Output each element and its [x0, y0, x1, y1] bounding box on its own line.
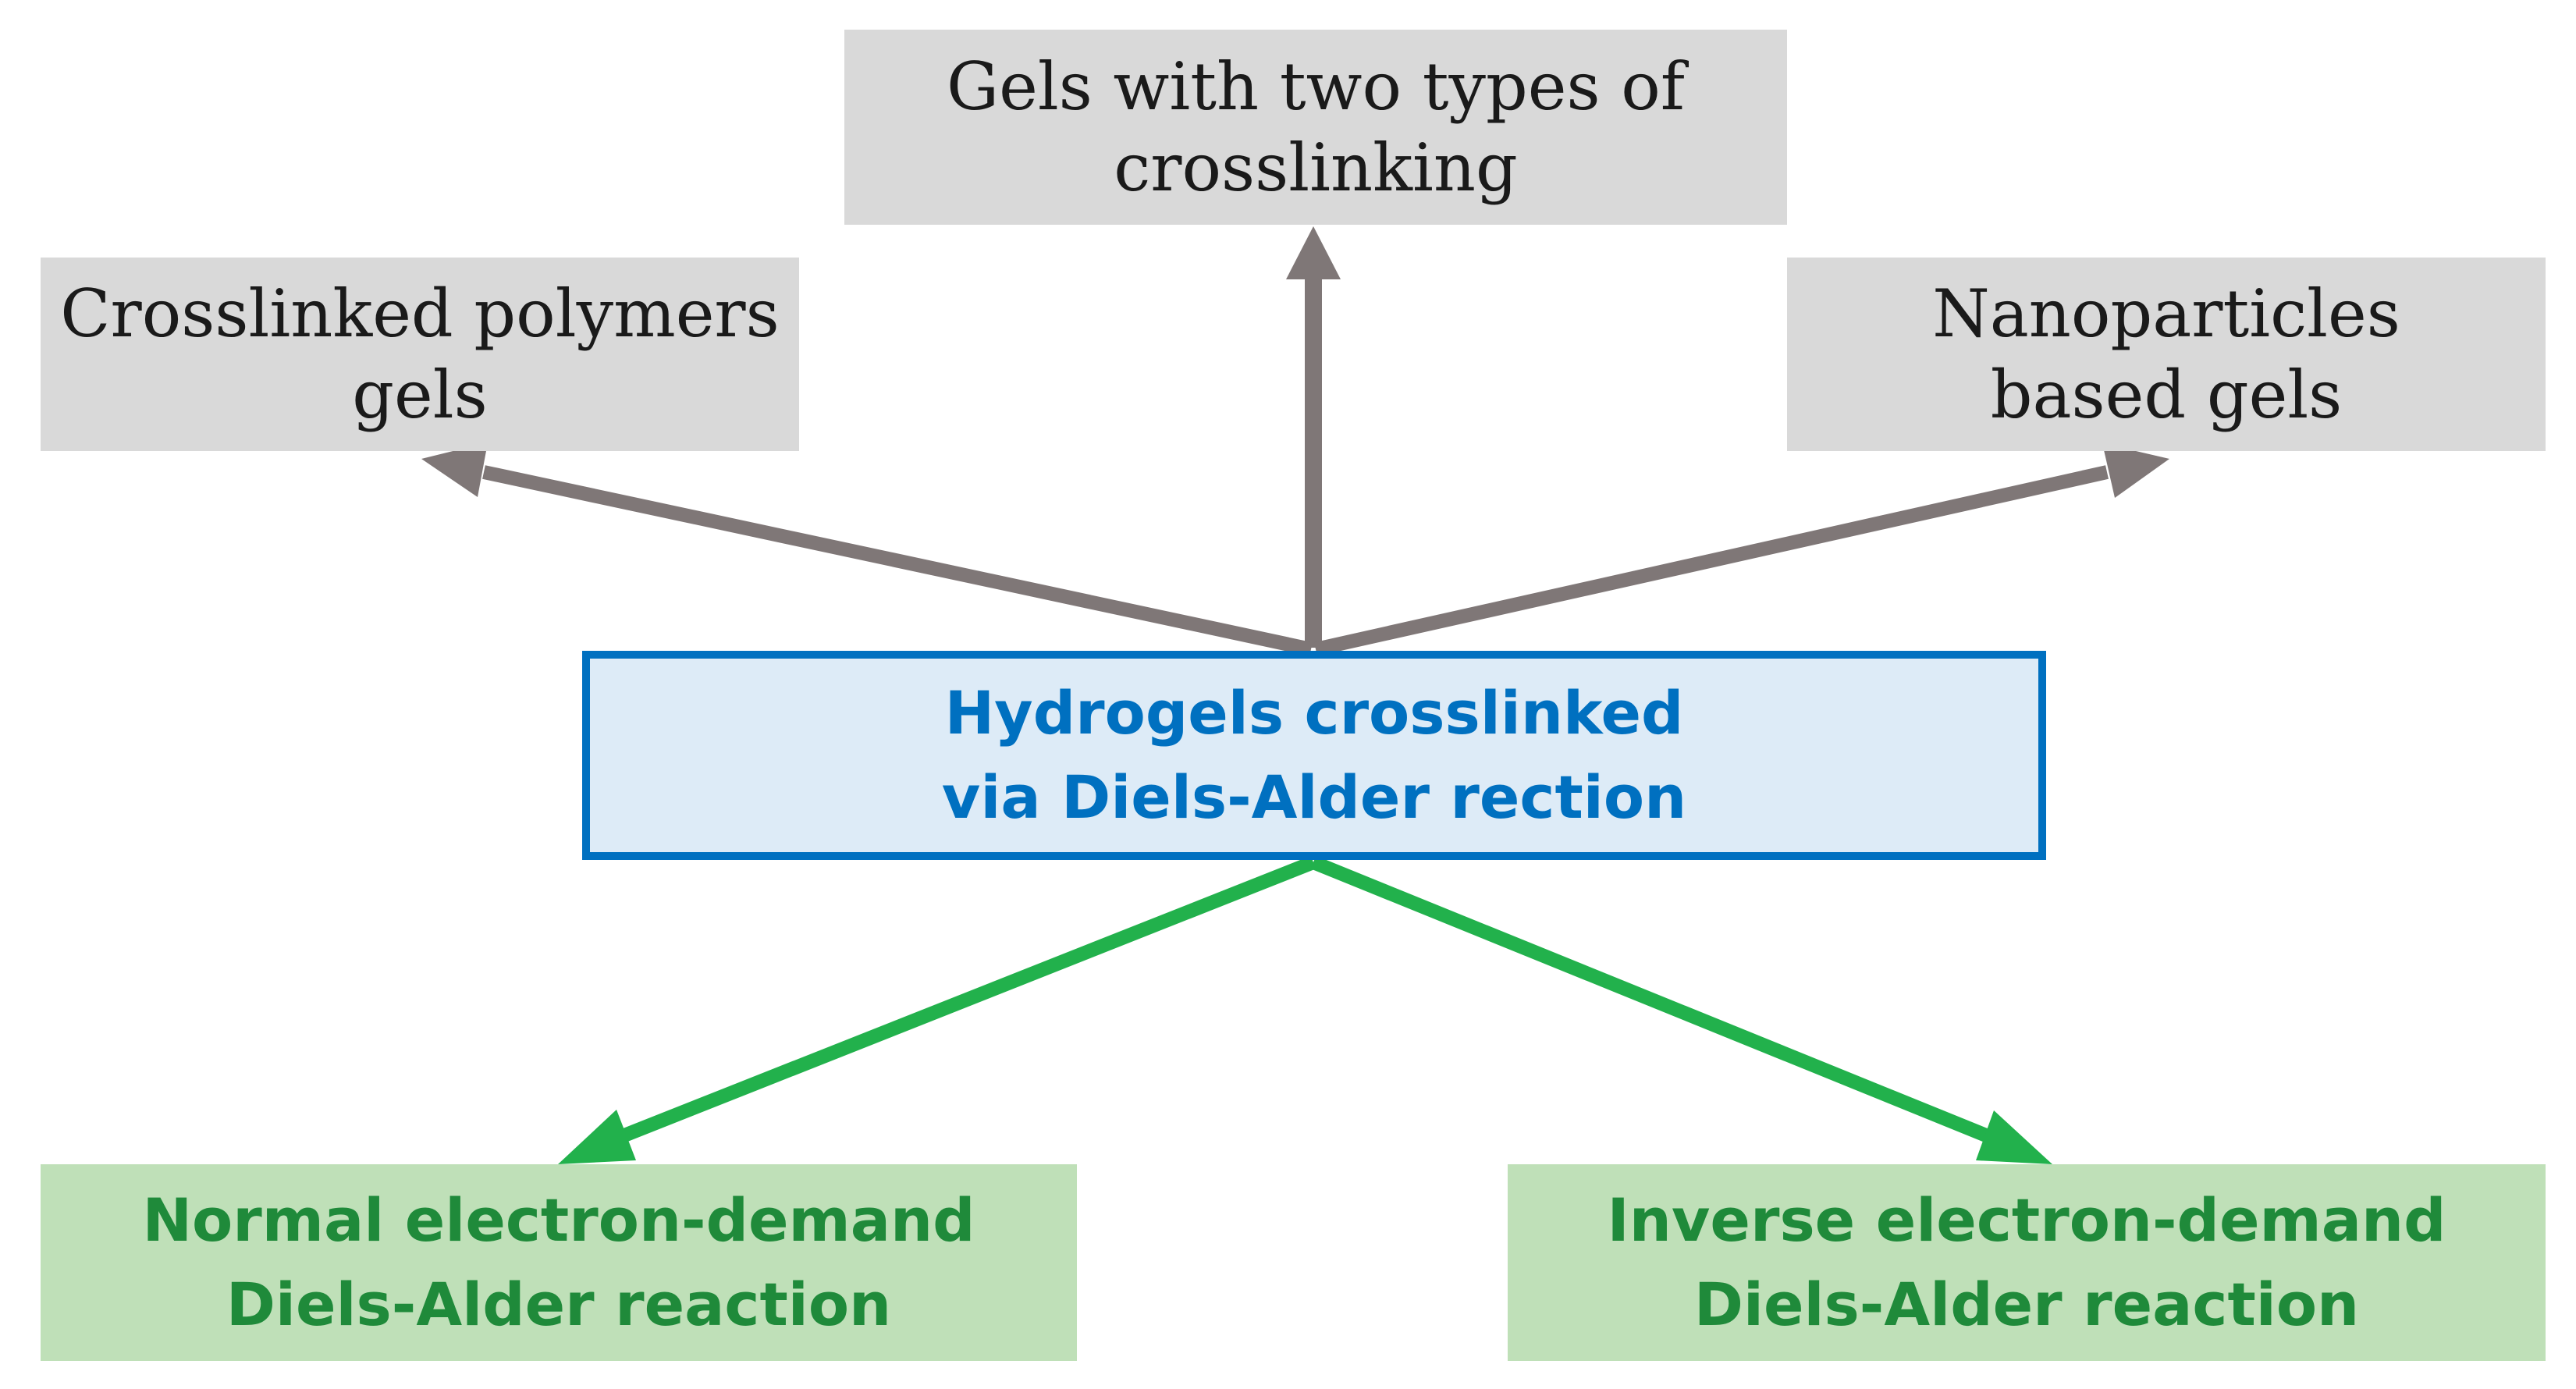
- center-line-1: Hydrogels crosslinked: [944, 678, 1684, 748]
- box-normal-electron-demand: Normal electron-demand Diels-Alder react…: [41, 1164, 1077, 1361]
- box-line-1: Crosslinked polymers: [60, 275, 780, 352]
- box-nanoparticles-based-gels: Nanoparticles based gels: [1787, 258, 2546, 451]
- box-line-1: Inverse electron-demand: [1607, 1185, 2446, 1255]
- box-inverse-electron-demand: Inverse electron-demand Diels-Alder reac…: [1508, 1164, 2546, 1361]
- arrow-to-left-top: [421, 442, 1313, 656]
- box-line-1: Nanoparticles: [1932, 275, 2400, 352]
- arrow-to-right-top: [1314, 443, 2169, 656]
- box-line-2: based gels: [1990, 357, 2343, 433]
- box-gels-two-crosslinking: Gels with two types of crosslinking: [844, 30, 1787, 225]
- center-line-2: via Diels-Alder rection: [941, 762, 1687, 832]
- box-line-2: gels: [352, 357, 488, 433]
- center-box-hydrogels: Hydrogels crosslinked via Diels-Alder re…: [582, 651, 2046, 860]
- box-line-1: Normal electron-demand: [142, 1185, 975, 1255]
- box-line-2: crosslinking: [1114, 130, 1518, 206]
- arrow-to-bottom-left: [558, 855, 1316, 1164]
- box-line-2: Diels-Alder reaction: [1693, 1270, 2360, 1339]
- box-line-1: Gels with two types of: [947, 48, 1685, 125]
- box-crosslinked-polymers-gels: Crosslinked polymers gels: [41, 258, 799, 451]
- arrow-to-middle-top: [1286, 226, 1341, 648]
- box-line-2: Diels-Alder reaction: [226, 1270, 892, 1339]
- arrow-to-bottom-right: [1310, 855, 2052, 1164]
